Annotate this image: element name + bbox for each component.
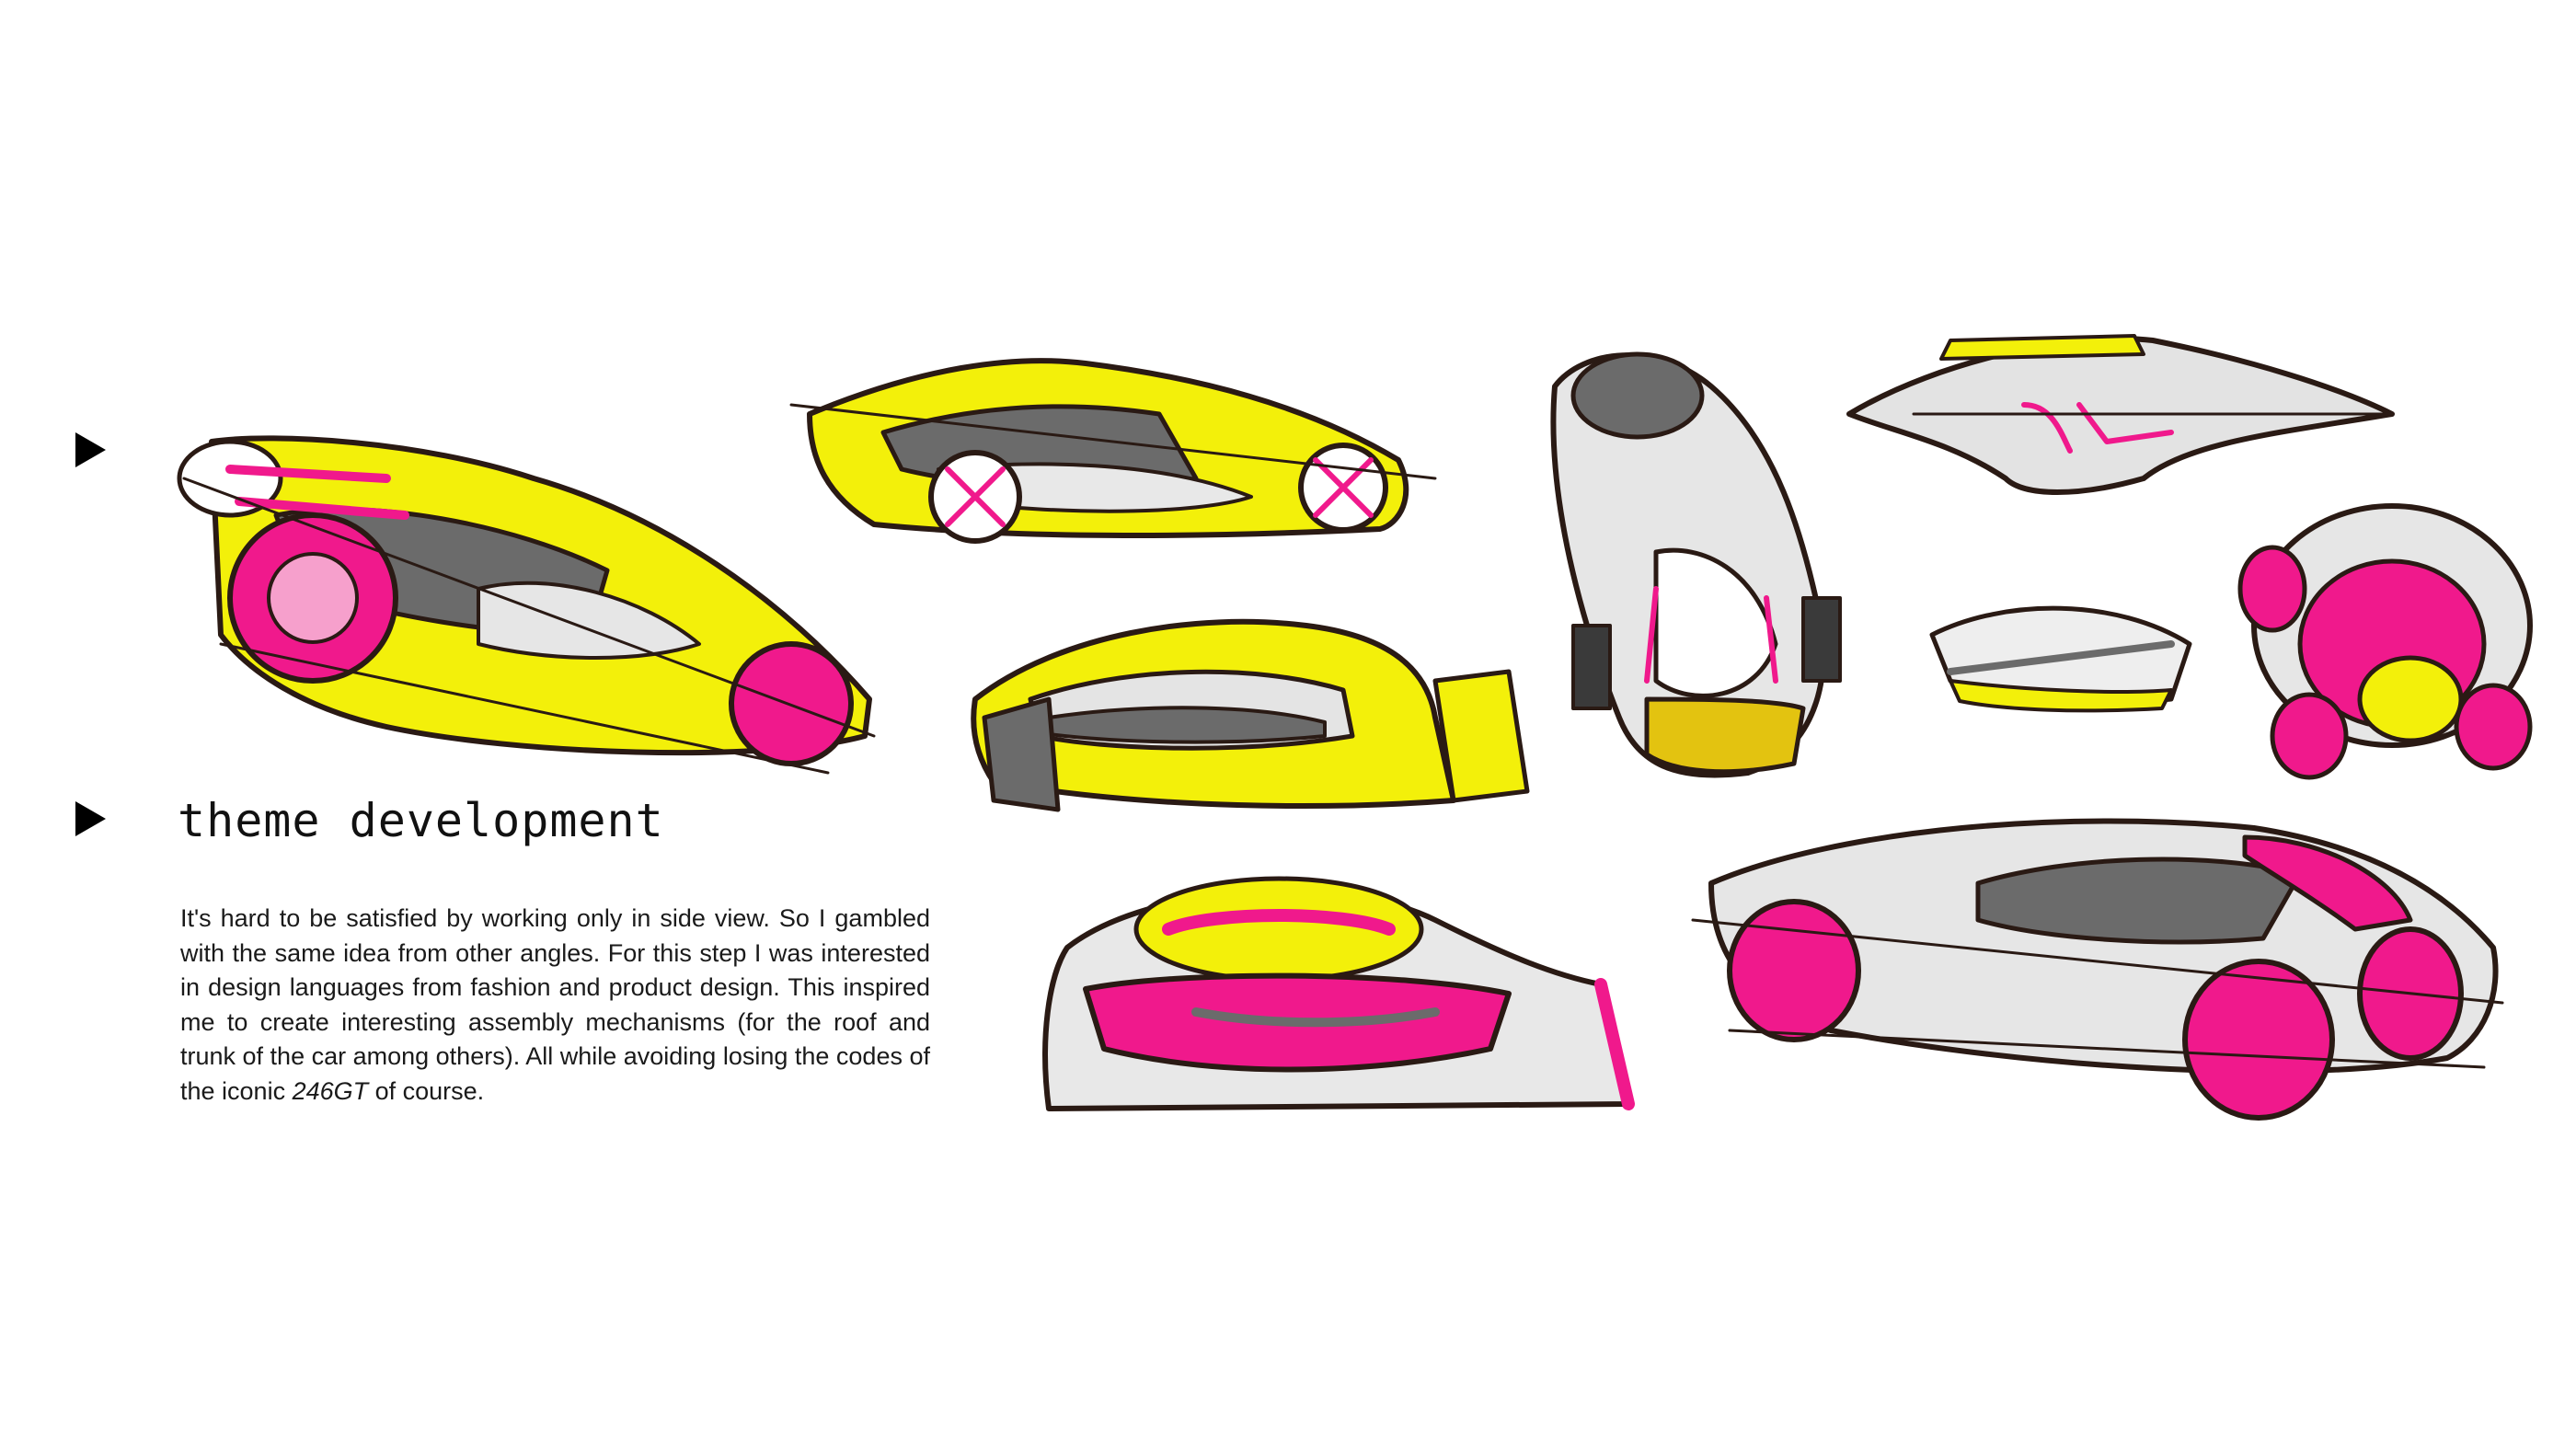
sketch-perspective-magenta <box>1691 818 2504 1121</box>
play-triangle-icon <box>75 432 106 467</box>
section-title: theme development <box>178 794 664 847</box>
paragraph-text-end: of course. <box>368 1076 485 1105</box>
sketch-top-view <box>1550 351 1842 778</box>
sketch-front-three-quarter <box>177 435 876 775</box>
sketch-rear-three-quarter <box>971 618 1530 812</box>
paragraph-text: It's hard to be satisfied by working onl… <box>180 904 930 1105</box>
sketch-side-view <box>789 358 1437 544</box>
sketch-front-view <box>2237 503 2533 780</box>
sketch-rear-view <box>1042 876 1635 1111</box>
description-paragraph: It's hard to be satisfied by working onl… <box>180 902 930 1109</box>
sketch-profile <box>1846 334 2395 495</box>
play-triangle-icon <box>75 801 106 836</box>
sketch-roof-detail <box>1929 605 2192 713</box>
model-name: 246GT <box>292 1076 369 1105</box>
